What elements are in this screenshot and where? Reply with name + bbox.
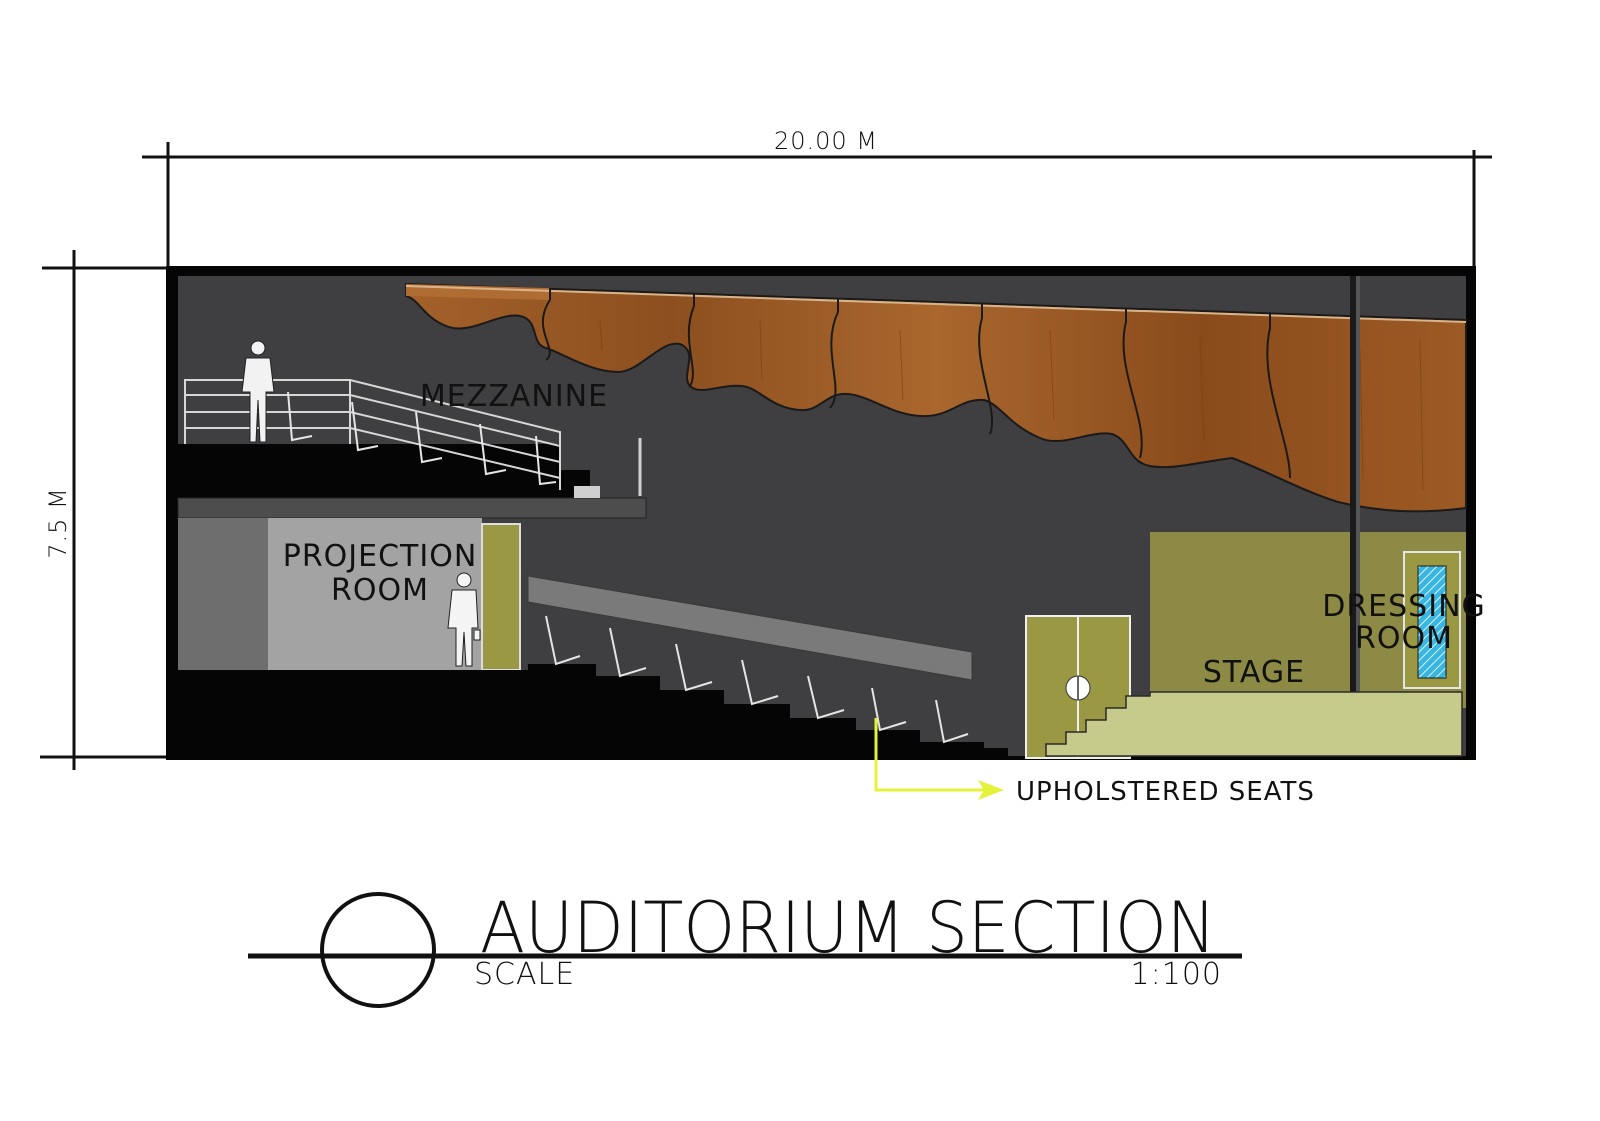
projection-room-door: [481, 523, 521, 671]
stage-area: STAGE DRESSING ROOM: [1025, 276, 1486, 759]
callout-label: UPHOLSTERED SEATS: [1016, 777, 1315, 807]
person-figure-projection: [447, 572, 481, 667]
width-dimension: 20.00 M: [142, 127, 1492, 270]
dressing-room-label-line1: DRESSING: [1322, 589, 1486, 624]
height-dimension: 7.5 M: [40, 250, 168, 770]
building-section: MEZZANINE PROJECTION ROOM: [166, 266, 1486, 760]
height-dimension-label: 7.5 M: [44, 487, 72, 559]
scale-label: SCALE: [474, 957, 575, 992]
section-marker-circle: [320, 892, 436, 1008]
balcony-underside: [527, 575, 973, 681]
title-block: AUDITORIUM SECTION SCALE 1:100: [248, 887, 1242, 1008]
dressing-room-label-line2: ROOM: [1355, 621, 1453, 656]
projection-room: PROJECTION ROOM: [178, 518, 521, 671]
stepped-seating-floor: [178, 664, 1008, 760]
upholstered-seats-callout: UPHOLSTERED SEATS: [874, 718, 1315, 807]
stage-platform: [1045, 691, 1463, 757]
dressing-room-window: [1417, 565, 1447, 679]
mezzanine: MEZZANINE: [177, 340, 647, 519]
width-dimension-label: 20.00 M: [774, 127, 878, 155]
upholstered-seats: [545, 615, 969, 744]
projection-room-label-line1: PROJECTION: [283, 539, 478, 574]
person-figure-mezzanine: [241, 340, 275, 443]
drawing-title: AUDITORIUM SECTION: [480, 887, 1216, 969]
scale-value: 1:100: [1131, 957, 1222, 992]
mezzanine-label: MEZZANINE: [420, 379, 608, 414]
wood-ceiling-panels: [405, 282, 1467, 513]
stage-label: STAGE: [1203, 655, 1305, 690]
projection-room-label-line2: ROOM: [331, 573, 429, 608]
